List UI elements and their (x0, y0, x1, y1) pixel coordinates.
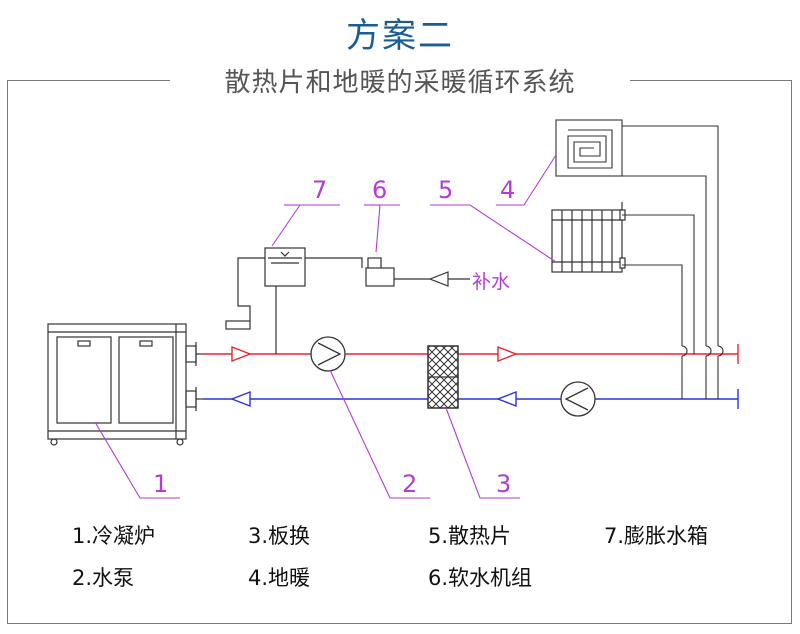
callout-4: 4 (500, 176, 515, 204)
frame-top-rule-right (630, 80, 792, 81)
callout-2: 2 (402, 470, 417, 498)
callout-6: 6 (372, 176, 387, 204)
legend-item-4: 4.地暖 (248, 566, 311, 590)
water-softener (365, 257, 470, 287)
radiator (551, 202, 626, 273)
supply-pump (310, 336, 346, 372)
expansion-tank (225, 247, 363, 354)
legend-item-7: 7.膨胀水箱 (604, 524, 709, 548)
return-line (203, 389, 739, 409)
floor-heating-coil (555, 119, 623, 177)
plate-heat-exchanger (427, 345, 459, 409)
diagram-subtitle: 散热片和地暖的采暖循环系统 (224, 68, 576, 98)
callout-labels: 1 2 3 4 5 6 7 (153, 176, 515, 498)
condensing-boiler (47, 323, 203, 446)
legend-item-5: 5.散热片 (428, 524, 512, 548)
supply-line (203, 344, 739, 364)
diagram-frame (7, 80, 792, 624)
callout-3: 3 (496, 470, 511, 498)
callout-7: 7 (312, 176, 327, 204)
callout-1: 1 (153, 470, 168, 498)
legend-item-2: 2.水泵 (72, 566, 135, 590)
legend-item-3: 3.板换 (248, 524, 311, 548)
legend-item-6: 6.软水机组 (428, 566, 533, 590)
return-pump (560, 381, 596, 417)
callout-leaders (94, 154, 557, 499)
page-title: 方案二 (346, 16, 454, 56)
riser-piping (622, 125, 724, 399)
makeup-water-label: 补水 (472, 271, 510, 293)
frame-top-rule-left (7, 80, 170, 81)
legend-item-1: 1.冷凝炉 (72, 524, 156, 548)
callout-5: 5 (438, 176, 453, 204)
